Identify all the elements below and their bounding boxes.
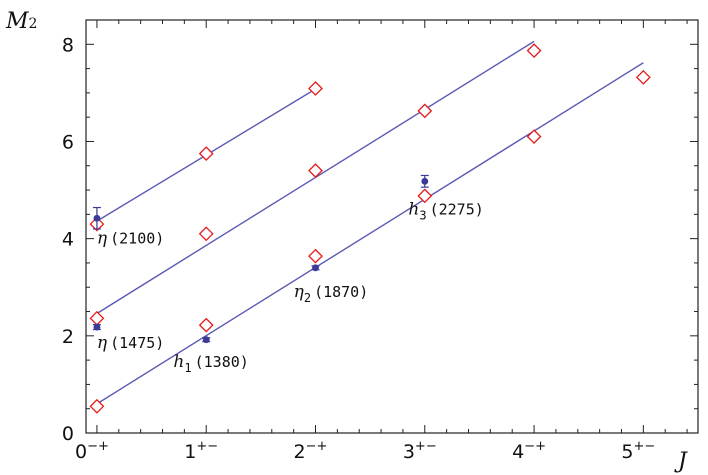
theory-diamond-markers	[89, 43, 651, 414]
state-label: h1(1380)	[173, 352, 248, 375]
x-tick-label: 2−+	[294, 439, 328, 463]
state-label: η2(1870)	[294, 282, 369, 305]
state-label: h3(2275)	[408, 199, 483, 222]
x-tick-label: 3+−	[403, 439, 437, 463]
diamond-marker	[635, 69, 651, 85]
y-axis-ticks: 0 2 4 6 8	[62, 19, 698, 445]
plot-border	[85, 19, 699, 434]
experimental-point	[202, 336, 210, 344]
diamond-marker	[526, 43, 542, 59]
x-tick-label: 1+−	[184, 439, 218, 463]
diamond-marker	[198, 226, 214, 242]
x-tick-label: 0−+	[75, 439, 109, 463]
trajectory-line	[96, 62, 644, 405]
plot-frame	[85, 19, 699, 434]
diamond-marker	[308, 163, 323, 179]
y-axis-title-sup: 2	[29, 16, 38, 32]
state-annotations: η(2100) η(1475) h1(1380) η2(1870) h3(2275)	[97, 199, 484, 375]
experimental-point	[421, 177, 429, 185]
y-tick-label: 6	[62, 131, 74, 153]
diamond-marker	[198, 146, 214, 162]
x-axis-title: J	[674, 449, 688, 474]
experimental-point	[93, 214, 101, 222]
state-label: η(2100)	[97, 229, 164, 249]
y-tick-label: 4	[62, 229, 74, 251]
x-axis-ticks: 0−+ 1+− 2−+ 3+− 4−+ 5+−	[75, 20, 688, 463]
state-label: η(1475)	[97, 333, 164, 353]
y-tick-label: 0	[62, 423, 74, 445]
x-tick-label: 5+−	[621, 439, 655, 463]
experimental-points	[92, 174, 429, 344]
y-axis-title: M2	[5, 9, 37, 34]
diamond-marker	[417, 188, 433, 204]
experimental-point	[93, 323, 101, 331]
y-axis-title-base: M	[5, 9, 29, 34]
diamond-marker	[417, 103, 433, 119]
y-tick-label: 2	[62, 326, 74, 348]
trajectory-lines	[96, 40, 644, 405]
diamond-marker	[89, 398, 105, 414]
diamond-marker	[198, 317, 214, 333]
diamond-marker	[308, 248, 323, 264]
experimental-point	[312, 264, 319, 272]
x-tick-label: 4−+	[512, 439, 546, 463]
diamond-marker	[526, 129, 542, 145]
y-tick-label: 8	[62, 34, 74, 56]
diamond-marker	[89, 310, 105, 326]
diamond-marker	[308, 81, 323, 96]
